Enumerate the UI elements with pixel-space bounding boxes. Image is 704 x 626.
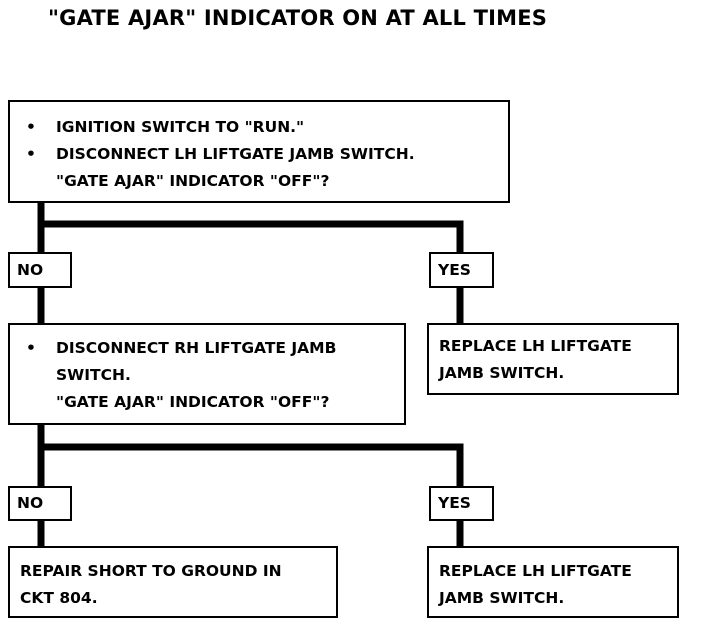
step2-question: "GATE AJAR" INDICATOR "OFF"? (56, 393, 330, 411)
step2-box: • DISCONNECT RH LIFTGATE JAMB SWITCH. "G… (8, 323, 406, 425)
branch2-no-label: NO (8, 486, 72, 521)
step1-box: • IGNITION SWITCH TO "RUN." • DISCONNECT… (8, 100, 510, 203)
result1-line-2: JAMB SWITCH. (439, 364, 565, 382)
result2-line-1: REPAIR SHORT TO GROUND IN (20, 562, 282, 580)
result3-line-2: JAMB SWITCH. (439, 589, 565, 607)
result3-line-1: REPLACE LH LIFTGATE (439, 562, 632, 580)
result1-line-1: REPLACE LH LIFTGATE (439, 337, 632, 355)
step2-bullet-line-1: • DISCONNECT RH LIFTGATE JAMB (26, 335, 404, 362)
result2-line-2: CKT 804. (20, 589, 98, 607)
bullet-icon: • (26, 145, 36, 163)
step1-bullet-line-1: • IGNITION SWITCH TO "RUN." (26, 114, 508, 141)
step1-bullet-text-2: DISCONNECT LH LIFTGATE JAMB SWITCH. (56, 145, 415, 163)
bullet-icon: • (26, 339, 36, 357)
branch1-yes-label: YES (429, 252, 494, 288)
diagram-title: "GATE AJAR" INDICATOR ON AT ALL TIMES (48, 6, 548, 30)
result1-box: REPLACE LH LIFTGATE JAMB SWITCH. (427, 323, 679, 395)
branch1-no-label: NO (8, 252, 72, 288)
step2-bullet-text-1: DISCONNECT RH LIFTGATE JAMB (56, 339, 337, 357)
result3-box: REPLACE LH LIFTGATE JAMB SWITCH. (427, 546, 679, 618)
step2-continuation: SWITCH. (56, 366, 131, 384)
bullet-icon: • (26, 118, 36, 136)
result2-box: REPAIR SHORT TO GROUND IN CKT 804. (8, 546, 338, 618)
step1-bullet-line-2: • DISCONNECT LH LIFTGATE JAMB SWITCH. (26, 141, 508, 168)
step1-question: "GATE AJAR" INDICATOR "OFF"? (56, 172, 330, 190)
step1-bullet-text-1: IGNITION SWITCH TO "RUN." (56, 118, 305, 136)
branch2-yes-label: YES (429, 486, 494, 521)
